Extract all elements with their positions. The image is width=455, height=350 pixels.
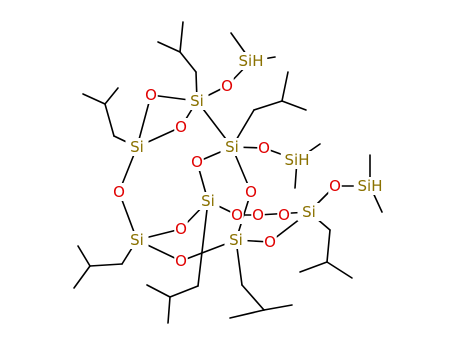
- atom-o11: O: [277, 206, 291, 224]
- bond: [229, 309, 265, 319]
- atom-o10: O: [251, 206, 265, 224]
- atom-o13: O: [230, 206, 244, 224]
- svg-text:O: O: [329, 177, 341, 195]
- atom-si6: Si: [224, 231, 248, 249]
- atom-label-background: [112, 183, 126, 201]
- atom-label-background: [244, 183, 258, 201]
- svg-text:O: O: [145, 86, 157, 104]
- svg-text:Si: Si: [130, 138, 144, 156]
- svg-text:O: O: [278, 206, 290, 224]
- atom-o5: O: [257, 139, 271, 157]
- atom-si1: Si: [185, 92, 209, 110]
- bond: [73, 265, 91, 289]
- atom-labels: Si Si Si Si Si Si Si SiH SiH SiH O O O O…: [112, 52, 387, 270]
- svg-text:O: O: [245, 183, 257, 201]
- atom-label-background: [174, 220, 188, 238]
- bond: [77, 245, 91, 267]
- atom-label-background: [125, 231, 149, 249]
- atom-label-background: [174, 252, 188, 270]
- atom-label-background: [174, 118, 188, 136]
- atom-label-background: [224, 231, 248, 249]
- bond: [89, 263, 123, 267]
- svg-text:Si: Si: [302, 203, 316, 221]
- bond: [197, 200, 209, 287]
- svg-text:O: O: [231, 206, 243, 224]
- bond: [146, 284, 171, 298]
- svg-text:O: O: [175, 252, 187, 270]
- atom-label-background: [125, 138, 149, 156]
- bond: [253, 100, 283, 111]
- atom-o12: O: [263, 233, 277, 251]
- svg-text:Si: Si: [190, 92, 204, 110]
- atom-o8: O: [174, 220, 188, 238]
- atom-label-background: [234, 52, 268, 70]
- atom-si2: Si: [125, 138, 149, 156]
- atom-o9: O: [174, 252, 188, 270]
- svg-text:O: O: [175, 118, 187, 136]
- atom-o7: O: [244, 183, 258, 201]
- bond: [82, 93, 106, 105]
- svg-text:O: O: [175, 220, 187, 238]
- svg-text:SiH: SiH: [239, 52, 264, 70]
- svg-text:SiH: SiH: [358, 177, 383, 195]
- bond: [263, 304, 293, 311]
- bond: [179, 21, 184, 53]
- atom-label-background: [353, 177, 387, 195]
- svg-text:O: O: [252, 206, 264, 224]
- bonds: [73, 21, 383, 324]
- bond: [179, 51, 197, 73]
- atom-label-background: [251, 206, 265, 224]
- atom-o2: O: [220, 77, 234, 95]
- svg-text:O: O: [258, 139, 270, 157]
- atom-si3: Si: [220, 138, 244, 156]
- bond: [326, 261, 353, 279]
- atom-label-background: [263, 233, 277, 251]
- svg-text:Si: Si: [130, 231, 144, 249]
- bond: [326, 229, 331, 263]
- bond: [281, 100, 307, 111]
- atom-label-background: [220, 77, 234, 95]
- bond: [157, 41, 181, 53]
- atom-label-background: [328, 177, 342, 195]
- atom-o6: O: [112, 183, 126, 201]
- atom-sih3: SiH: [353, 177, 387, 195]
- atom-label-background: [257, 139, 271, 157]
- atom-label-background: [220, 138, 244, 156]
- atom-o14: O: [328, 177, 342, 195]
- svg-text:O: O: [113, 183, 125, 201]
- atom-label-background: [190, 153, 204, 171]
- atom-si5: Si: [125, 231, 149, 249]
- bond: [281, 71, 289, 102]
- atom-label-background: [297, 203, 321, 221]
- bond: [104, 87, 119, 105]
- atom-label-background: [196, 192, 220, 210]
- atom-sih1: SiH: [234, 52, 268, 70]
- svg-text:SiH: SiH: [285, 151, 310, 169]
- atom-o3: O: [174, 118, 188, 136]
- svg-text:Si: Si: [229, 231, 243, 249]
- atom-label-background: [280, 151, 314, 169]
- atom-label-background: [230, 206, 244, 224]
- bond: [241, 284, 265, 311]
- atom-label-background: [144, 86, 158, 104]
- bond: [299, 261, 328, 273]
- svg-text:Si: Si: [201, 192, 215, 210]
- svg-text:Si: Si: [225, 138, 239, 156]
- atom-label-background: [277, 206, 291, 224]
- bond: [167, 296, 171, 324]
- atom-o1: O: [144, 86, 158, 104]
- atom-si4: Si: [196, 192, 220, 210]
- svg-text:O: O: [191, 153, 203, 171]
- atom-sih2: SiH: [280, 151, 314, 169]
- atom-o4: O: [190, 153, 204, 171]
- svg-text:O: O: [264, 233, 276, 251]
- svg-text:O: O: [221, 77, 233, 95]
- atom-label-background: [185, 92, 209, 110]
- bond: [169, 285, 199, 298]
- bond: [104, 103, 115, 137]
- atom-si7: Si: [297, 203, 321, 221]
